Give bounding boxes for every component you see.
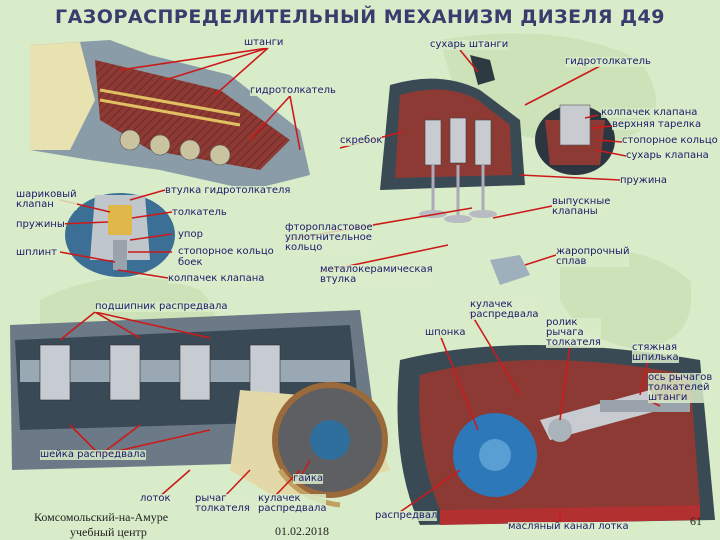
label-stopornoe-kolco-top: стопорное кольцо bbox=[622, 135, 718, 146]
label-gidrotolkatel-top: гидротолкатель bbox=[565, 56, 651, 67]
page-number: 61 bbox=[690, 514, 702, 528]
label-stopornoe-kolco-mid: стопорное кольцо bbox=[178, 246, 274, 257]
label-kulachek-raspredvala-top: кулачек распредвала bbox=[470, 299, 539, 320]
camshaft-assembly bbox=[10, 310, 390, 508]
label-vtulka-gidrotolkatelya: втулка гидротолкателя bbox=[165, 185, 291, 196]
hydraulic-tappet bbox=[65, 193, 175, 277]
footer-date: 01.02.2018 bbox=[275, 524, 329, 538]
label-gayka: гайка bbox=[293, 473, 324, 484]
valve-seat bbox=[490, 255, 530, 285]
valve-detail bbox=[535, 104, 615, 175]
label-rychag: рычаг толкателя bbox=[195, 493, 250, 514]
label-boek: боек bbox=[178, 257, 203, 268]
label-zharoprochnyy: жаропрочный сплав bbox=[556, 246, 630, 267]
label-sheyka: шейка распредвала bbox=[40, 449, 146, 460]
label-kolpachek-klapana-mid: колпачек клапана bbox=[168, 273, 265, 284]
label-sharikovyy-klapan: шариковый клапан bbox=[16, 189, 77, 210]
label-styazhnaya: стяжная шпилька bbox=[632, 342, 679, 363]
label-metallokeramicheskaya: металокерамическая втулка bbox=[320, 264, 433, 285]
label-sukhar-shtangi: сухарь штанги bbox=[430, 39, 509, 50]
label-lotok: лоток bbox=[140, 493, 171, 504]
label-shplint: шплинт bbox=[16, 247, 57, 258]
label-vypusknye-klapany: выпускные клапаны bbox=[552, 196, 611, 217]
label-pruzhina: пружина bbox=[620, 175, 667, 186]
footer-city: Комсомольский-на-Амуре bbox=[34, 510, 169, 524]
label-maslyanyy-kanal: масляный канал лотка bbox=[508, 521, 629, 532]
label-ftoroplastovoe: фторопластовое уплотнительное кольцо bbox=[285, 222, 373, 253]
label-rolik: ролик рычага толкателя bbox=[546, 317, 601, 348]
label-podshipnik: подшипник распредвала bbox=[95, 301, 228, 312]
label-kolpachek-klapana-top: колпачек клапана bbox=[601, 107, 698, 118]
label-tolkatel: толкатель bbox=[172, 207, 227, 218]
cylinder-head-cutaway bbox=[30, 40, 310, 190]
label-shtangi: штанги bbox=[244, 37, 284, 48]
rocker-cam-cutaway bbox=[397, 345, 715, 525]
label-pruzhiny: пружины bbox=[16, 219, 65, 230]
label-gidrotolkatel-mid: гидротолкатель bbox=[250, 85, 336, 96]
label-kulachek-raspredvala-bot: кулачек распредвала bbox=[258, 493, 327, 514]
label-raspredval: распредвал bbox=[375, 510, 438, 521]
page-title: ГАЗОРАСПРЕДЕЛИТЕЛЬНЫЙ МЕХАНИЗМ ДИЗЕЛЯ Д4… bbox=[55, 6, 665, 28]
label-os-rychagov: ось рычагов толкателей штанги bbox=[648, 372, 713, 403]
label-skrebok: скребок bbox=[340, 135, 383, 146]
label-shponka: шпонка bbox=[425, 327, 466, 338]
label-sukhar-klapana: сухарь клапана bbox=[626, 150, 709, 161]
label-verkhnyaya-tarelka: верхняя тарелка bbox=[612, 119, 702, 130]
footer-center: учебный центр bbox=[70, 525, 147, 539]
label-upor: упор bbox=[178, 229, 203, 240]
